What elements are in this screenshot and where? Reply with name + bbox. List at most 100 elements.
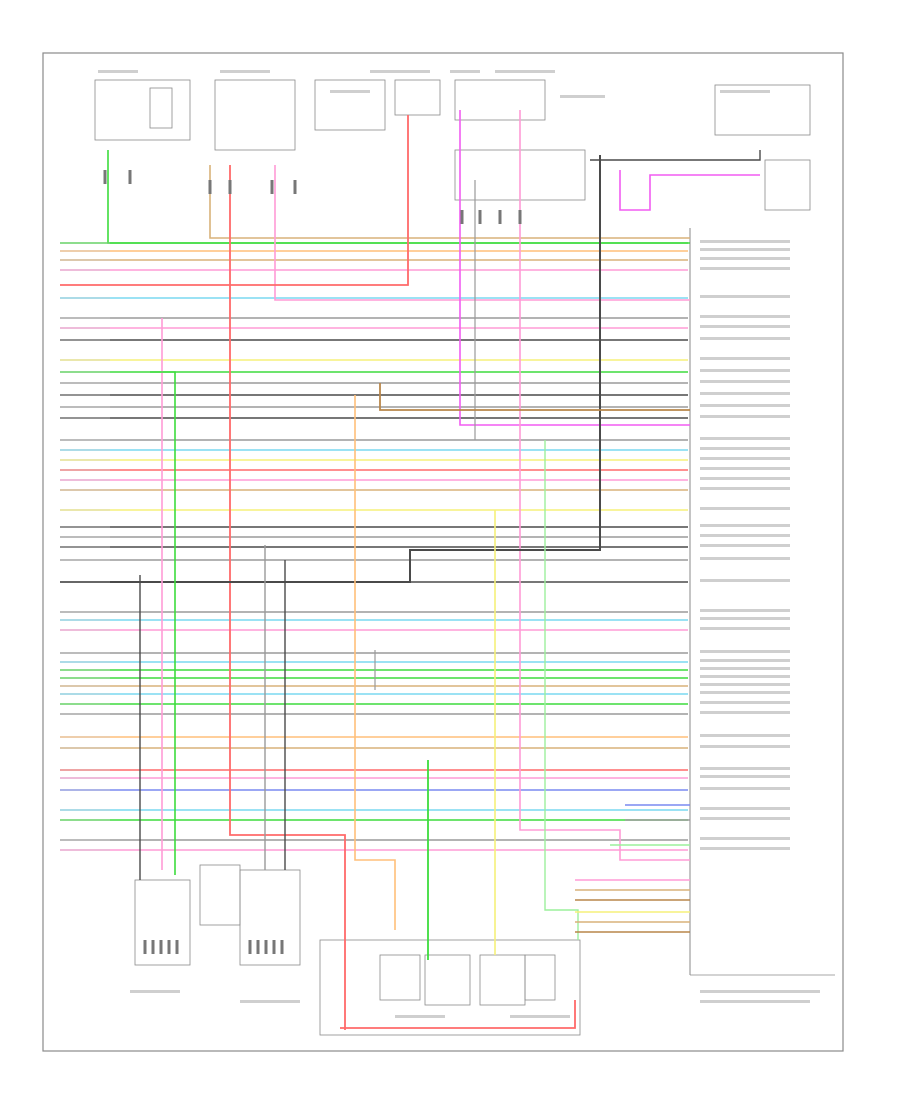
wire-route bbox=[459, 110, 690, 426]
pin-function-label-marker bbox=[700, 617, 790, 620]
component-label-marker bbox=[240, 1000, 300, 1003]
top-components bbox=[94, 79, 811, 211]
wire-route bbox=[379, 383, 690, 411]
component-label-marker bbox=[700, 1000, 810, 1003]
wire-route bbox=[60, 155, 601, 583]
pin-function-label-marker bbox=[700, 477, 790, 480]
bottom-components bbox=[134, 864, 581, 1036]
pin-function-label-marker bbox=[700, 257, 790, 260]
pin-function-label-marker bbox=[700, 691, 790, 694]
connector-pin bbox=[272, 940, 276, 954]
diagram-border bbox=[42, 52, 844, 1052]
connector-pin bbox=[270, 180, 274, 194]
wire-route bbox=[229, 165, 346, 1030]
pin-function-label-marker bbox=[700, 767, 790, 770]
component-label-marker bbox=[130, 990, 180, 993]
connector-pin bbox=[280, 940, 284, 954]
pin-function-label-marker bbox=[700, 357, 790, 360]
component-label-marker bbox=[720, 90, 770, 93]
wire-route bbox=[354, 395, 396, 930]
pin-function-label-marker bbox=[700, 524, 790, 527]
connector-pin bbox=[264, 940, 268, 954]
pin-function-label-marker bbox=[700, 787, 790, 790]
pin-function-label-marker bbox=[700, 734, 790, 737]
pin-function-label-marker bbox=[700, 337, 790, 340]
pin-function-label-marker bbox=[700, 701, 790, 704]
wire-route bbox=[209, 165, 690, 239]
wire-route bbox=[107, 150, 690, 244]
pin-function-label-marker bbox=[700, 711, 790, 714]
pin-function-label-marker bbox=[700, 457, 790, 460]
pin-function-label-marker bbox=[700, 609, 790, 612]
component-label-marker bbox=[450, 70, 480, 73]
connector-pin bbox=[518, 210, 522, 224]
connector-pin bbox=[167, 940, 171, 954]
pin-function-label-marker bbox=[700, 683, 790, 686]
pin-function-label-marker bbox=[700, 248, 790, 251]
component-label-marker bbox=[700, 990, 820, 993]
connector-pin bbox=[256, 940, 260, 954]
component-label-marker bbox=[330, 90, 370, 93]
connector-pin bbox=[498, 210, 502, 224]
wire-route bbox=[519, 110, 690, 861]
pin-function-label-marker bbox=[700, 627, 790, 630]
wire-route bbox=[274, 165, 690, 301]
connector-pin bbox=[208, 180, 212, 194]
pin-function-label-marker bbox=[700, 415, 790, 418]
connector-pin bbox=[478, 210, 482, 224]
connector-pin bbox=[103, 170, 107, 184]
label-marker-group bbox=[98, 70, 820, 1018]
pin-function-label-marker bbox=[700, 557, 790, 560]
connector-pin bbox=[248, 940, 252, 954]
pin-function-label-marker bbox=[700, 837, 790, 840]
connector-pin bbox=[151, 940, 155, 954]
pin-function-label-marker bbox=[700, 369, 790, 372]
connector-pin bbox=[228, 180, 232, 194]
component-label-marker bbox=[510, 1015, 570, 1018]
pin-function-label-marker bbox=[700, 534, 790, 537]
pin-function-label-marker bbox=[700, 745, 790, 748]
wire-route bbox=[544, 440, 579, 940]
wire-route bbox=[590, 150, 761, 161]
component-label-marker bbox=[370, 70, 430, 73]
pin-function-label-marker bbox=[700, 487, 790, 490]
component-label-marker bbox=[560, 95, 605, 98]
pin-function-label-marker bbox=[700, 675, 790, 678]
pin-function-label-marker bbox=[700, 447, 790, 450]
pin-function-label-marker bbox=[700, 667, 790, 670]
wire-route bbox=[150, 371, 176, 875]
pin-function-label-marker bbox=[700, 775, 790, 778]
pin-function-label-marker bbox=[700, 404, 790, 407]
connector-pin bbox=[175, 940, 179, 954]
pin-function-label-marker bbox=[700, 315, 790, 318]
pin-function-label-marker bbox=[700, 579, 790, 582]
component-label-marker bbox=[495, 70, 555, 73]
wire-route bbox=[619, 170, 760, 211]
wire-route bbox=[60, 115, 409, 286]
wire-route bbox=[340, 1000, 576, 1029]
pin-function-label-marker bbox=[700, 817, 790, 820]
pin-function-label-marker bbox=[700, 650, 790, 653]
pin-function-label-marker bbox=[700, 392, 790, 395]
pin-function-label-marker bbox=[700, 659, 790, 662]
pin-function-label-marker bbox=[700, 240, 790, 243]
connector-pin bbox=[460, 210, 464, 224]
wire-group bbox=[60, 110, 761, 1030]
pin-function-label-marker bbox=[700, 544, 790, 547]
connector-pin bbox=[128, 170, 132, 184]
component-label-marker bbox=[220, 70, 270, 73]
pin-function-label-marker bbox=[700, 267, 790, 270]
pin-function-label-marker bbox=[700, 507, 790, 510]
pin-function-label-marker bbox=[700, 380, 790, 383]
pin-function-label-marker bbox=[700, 437, 790, 440]
connector-pin bbox=[143, 940, 147, 954]
connector-pin bbox=[159, 940, 163, 954]
pin-function-label-marker bbox=[700, 325, 790, 328]
pin-function-label-marker bbox=[700, 807, 790, 810]
component-label-marker bbox=[395, 1015, 445, 1018]
pin-marker-group bbox=[60, 170, 522, 954]
component-label-marker bbox=[98, 70, 138, 73]
pin-function-label-marker bbox=[700, 295, 790, 298]
connector-pin bbox=[293, 180, 297, 194]
